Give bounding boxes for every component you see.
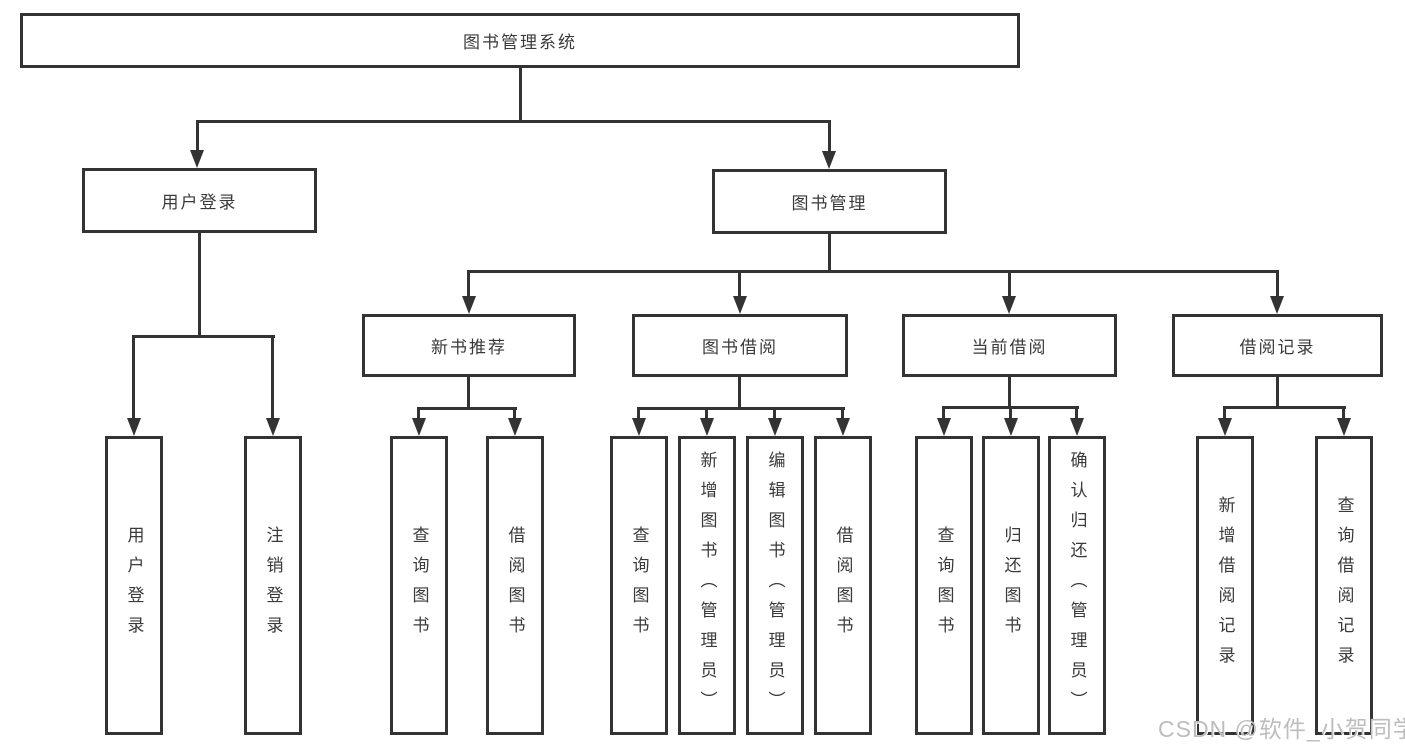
arrow-down-icon [1070, 418, 1084, 436]
connector-line [738, 377, 741, 407]
connector-line [1009, 406, 1012, 418]
connector-line [1276, 270, 1279, 296]
connector-line [519, 68, 522, 120]
arrow-down-icon [1004, 418, 1018, 436]
arrow-down-icon [632, 418, 646, 436]
arrow-down-icon [1337, 418, 1351, 436]
watermark-text: CSDN @软件_小贺同学 [1158, 716, 1405, 742]
leaf-borrow-books-recommend: 借阅图书 [486, 436, 544, 735]
connector-line [467, 377, 470, 407]
arrow-down-icon [1002, 296, 1016, 314]
arrow-down-icon [412, 418, 426, 436]
arrow-down-icon [937, 418, 951, 436]
leaf-add-borrow-record: 新增借阅记录 [1196, 436, 1254, 735]
arrow-down-icon [733, 296, 747, 314]
arrow-down-icon [836, 418, 850, 436]
arrow-down-icon [462, 296, 476, 314]
leaf-logout: 注销登录 [244, 436, 302, 735]
leaf-query-books-recommend: 查询图书 [390, 436, 448, 735]
arrow-down-icon [822, 151, 836, 169]
connector-line [828, 234, 831, 270]
connector-line [197, 120, 831, 123]
connector-line [1225, 406, 1346, 409]
arrow-down-icon [1270, 296, 1284, 314]
node-user-login: 用户登录 [82, 168, 317, 233]
arrow-down-icon [1218, 418, 1232, 436]
connector-line [637, 407, 640, 418]
connector-line [773, 407, 776, 418]
leaf-confirm-return-admin: 确认归还（管理员） [1048, 436, 1106, 735]
connector-line [467, 270, 470, 296]
leaf-query-books-current: 查询图书 [915, 436, 973, 735]
arrow-down-icon [508, 418, 522, 436]
connector-line [198, 233, 201, 335]
node-book-borrowing: 图书借阅 [632, 314, 848, 377]
connector-line [134, 335, 275, 338]
connector-line [417, 407, 420, 418]
connector-line [196, 120, 199, 152]
node-new-book-recommendation: 新书推荐 [362, 314, 576, 377]
connector-line [469, 270, 1279, 273]
leaf-borrow-books: 借阅图书 [814, 436, 872, 735]
node-book-management: 图书管理 [712, 169, 947, 234]
connector-line [841, 407, 844, 418]
arrow-down-icon [190, 150, 204, 168]
arrow-down-icon [266, 418, 280, 436]
leaf-query-books-borrowing: 查询图书 [610, 436, 668, 735]
connector-line [132, 335, 135, 418]
connector-line [705, 407, 708, 418]
connector-line [1223, 406, 1226, 418]
connector-line [942, 406, 945, 418]
leaf-edit-books-admin: 编辑图书（管理员） [746, 436, 804, 735]
arrow-down-icon [768, 418, 782, 436]
connector-line [1008, 377, 1011, 406]
connector-line [639, 407, 845, 410]
arrow-down-icon [127, 418, 141, 436]
arrow-down-icon [700, 418, 714, 436]
connector-line [1342, 406, 1345, 418]
node-borrowing-records: 借阅记录 [1172, 314, 1383, 377]
connector-line [1008, 270, 1011, 296]
leaf-add-books-admin: 新增图书（管理员） [678, 436, 736, 735]
connector-line [271, 335, 274, 418]
connector-line [1276, 377, 1279, 406]
leaf-return-books: 归还图书 [982, 436, 1040, 735]
leaf-user-login: 用户登录 [105, 436, 163, 735]
leaf-query-borrow-record: 查询借阅记录 [1315, 436, 1373, 735]
connector-line [419, 407, 517, 410]
node-library-management-system: 图书管理系统 [20, 13, 1020, 68]
connector-line [738, 270, 741, 296]
connector-line [513, 407, 516, 418]
connector-line [1075, 406, 1078, 418]
connector-line [828, 120, 831, 153]
node-current-borrowing: 当前借阅 [902, 314, 1117, 377]
